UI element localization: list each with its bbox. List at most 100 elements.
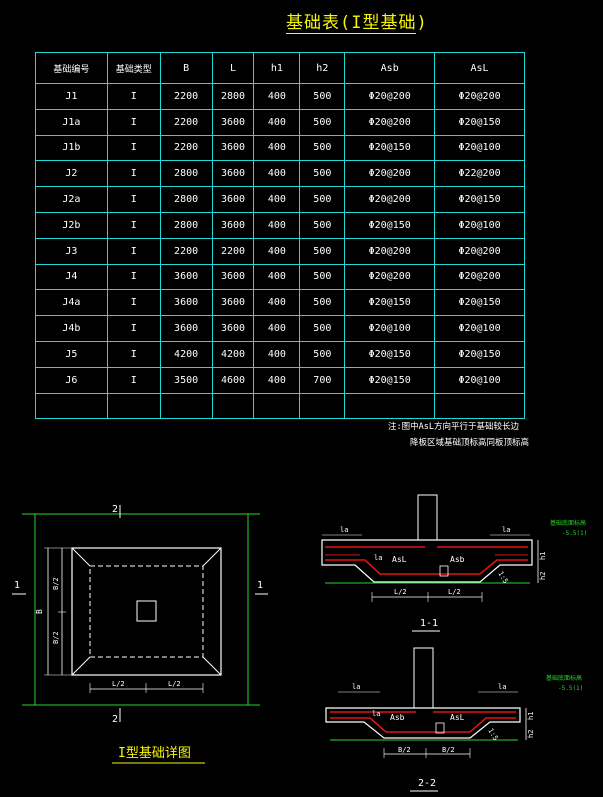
table-cell: J2 bbox=[35, 160, 108, 188]
section-1-1: L/2 L/2 la la la AsL Asb 1:5 h1 h2 基础底面标… bbox=[321, 494, 587, 632]
table-cell: Φ20@150 bbox=[344, 211, 436, 239]
table-cell: Φ20@100 bbox=[434, 211, 525, 239]
footing-outline bbox=[71, 547, 222, 676]
s11-h1: h1 bbox=[539, 552, 547, 560]
s22-b2-right: B/2 bbox=[442, 746, 455, 754]
table-cell: Φ20@200 bbox=[344, 186, 436, 213]
table-cell: Φ20@100 bbox=[434, 315, 525, 342]
plan-dim-b: B bbox=[35, 609, 44, 614]
table-cell: 3600 bbox=[159, 289, 213, 317]
column-2-2 bbox=[413, 647, 434, 709]
table-cell: 3600 bbox=[211, 315, 255, 342]
table-cell: 500 bbox=[299, 83, 346, 110]
table-cell: Φ20@150 bbox=[434, 108, 525, 136]
s11-la-right: la bbox=[502, 526, 510, 534]
plan-mark-left-label: 1 bbox=[14, 580, 20, 591]
s11-asb: Asb bbox=[450, 555, 465, 564]
table-cell: I bbox=[106, 186, 161, 213]
table-cell: 3500 bbox=[159, 366, 213, 394]
s22-asb: Asb bbox=[390, 713, 405, 722]
s22-caption: 2-2 bbox=[418, 778, 436, 789]
table-cell: 2800 bbox=[159, 211, 213, 239]
table-cell: Φ20@150 bbox=[434, 289, 525, 317]
header-cell: h2 bbox=[299, 52, 346, 84]
table-cell: I bbox=[106, 160, 161, 188]
table-cell: J3 bbox=[35, 237, 108, 265]
s11-elev-note: 基础底面标高 bbox=[550, 519, 586, 527]
s22-h1: h1 bbox=[527, 712, 535, 720]
s11-h2: h2 bbox=[539, 572, 547, 580]
plan-dim-b2-top: B/2 bbox=[52, 577, 60, 590]
header-cell: AsL bbox=[434, 52, 525, 84]
table-cell: 3600 bbox=[211, 134, 255, 162]
table-cell: 400 bbox=[253, 263, 301, 291]
section-2-2: B/2 B/2 la la la Asb AsL 1:5 h1 h2 基础底面标… bbox=[325, 647, 583, 792]
table-cell: Φ22@200 bbox=[434, 160, 525, 188]
plan-mark-right-label: 1 bbox=[257, 580, 263, 591]
s11-caption: 1-1 bbox=[420, 618, 438, 629]
s22-b2-left: B/2 bbox=[398, 746, 411, 754]
table-cell: 3600 bbox=[211, 108, 255, 136]
table-cell: J1a bbox=[35, 108, 108, 136]
header-cell: h1 bbox=[253, 52, 301, 84]
table-cell: Φ20@100 bbox=[434, 134, 525, 162]
table-cell: 4200 bbox=[211, 340, 255, 368]
table-cell bbox=[344, 392, 436, 420]
header-cell: 基础类型 bbox=[106, 52, 161, 84]
table-cell: Φ20@150 bbox=[344, 340, 436, 368]
plan-view: 2 2 1 1 B B/2 B/2 L/2 L/2 I型基础详图 bbox=[12, 504, 268, 764]
table-cell bbox=[35, 392, 108, 420]
table-cell: 400 bbox=[253, 289, 301, 317]
s22-la-inner: la bbox=[372, 710, 380, 718]
plan-mark-bottom-label: 2 bbox=[112, 714, 118, 725]
s11-la-left: la bbox=[340, 526, 348, 534]
plan-dim-l2-right: L/2 bbox=[168, 680, 181, 688]
column-1-1 bbox=[417, 494, 438, 541]
table-cell: Φ20@150 bbox=[434, 340, 525, 368]
s22-elev-value: -5.5(1) bbox=[558, 685, 583, 692]
s11-la-inner: la bbox=[374, 554, 382, 562]
rebar-1-1-bottom bbox=[325, 559, 528, 575]
table-cell: J1b bbox=[35, 134, 108, 162]
table-cell: 400 bbox=[253, 83, 301, 110]
table-cell: J2b bbox=[35, 211, 108, 239]
s22-asl: AsL bbox=[450, 713, 465, 722]
table-cell: 500 bbox=[299, 186, 346, 213]
s11-l2-left: L/2 bbox=[394, 588, 407, 596]
plan-dim-b2-bottom: B/2 bbox=[52, 631, 60, 644]
note-line-2: 降板区域基础顶标高同板顶标高 bbox=[410, 438, 530, 448]
table-cell: J5 bbox=[35, 340, 108, 368]
plan-mark-top-label: 2 bbox=[112, 504, 118, 515]
s11-elev-value: -5.5(1) bbox=[562, 530, 587, 537]
table-cell: 3600 bbox=[211, 186, 255, 213]
table-cell: 500 bbox=[299, 263, 346, 291]
table-title: 基础表(I型基础) bbox=[286, 13, 428, 33]
table-cell: 2200 bbox=[159, 134, 213, 162]
s22-la-right: la bbox=[498, 683, 506, 691]
table-cell: 400 bbox=[253, 134, 301, 162]
table-cell: Φ20@150 bbox=[344, 134, 436, 162]
footing-2-2 bbox=[325, 707, 521, 739]
table-cell: J4 bbox=[35, 263, 108, 291]
table-cell: 2200 bbox=[211, 237, 255, 265]
plan-caption: I型基础详图 bbox=[118, 746, 191, 761]
footing-top-outline bbox=[89, 565, 204, 658]
table-cell: 3600 bbox=[211, 160, 255, 188]
table-cell: Φ20@200 bbox=[344, 108, 436, 136]
header-cell: B bbox=[159, 52, 213, 84]
table-row bbox=[35, 392, 525, 420]
table-cell bbox=[434, 392, 525, 420]
s11-l2-right: L/2 bbox=[448, 588, 461, 596]
s11-asl: AsL bbox=[392, 555, 407, 564]
plan-dim-l2-left: L/2 bbox=[112, 680, 125, 688]
s22-elev-note: 基础底面标高 bbox=[546, 674, 582, 682]
